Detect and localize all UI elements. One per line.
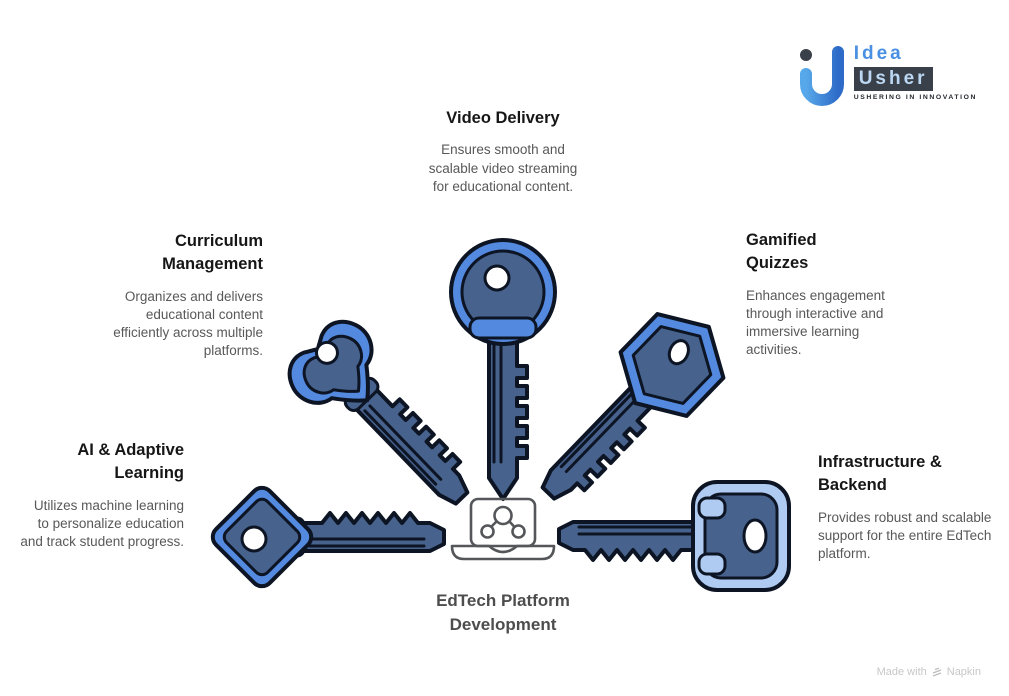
section-title: Curriculum xyxy=(174,232,263,250)
section-infrastructure-backend: Infrastructure & Backend Provides robust… xyxy=(818,451,996,563)
logo-brand-bottom-text: Usher xyxy=(858,67,928,89)
logo-text: Idea Usher USHERING IN INNOVATION xyxy=(853,43,977,101)
logo-tagline: USHERING IN INNOVATION xyxy=(853,93,977,101)
logo-brand-top: Idea xyxy=(853,43,904,64)
round-head-key-top-icon xyxy=(449,238,557,501)
hexagon-head-key-upper-right-icon xyxy=(540,312,726,501)
section-title-line2: Quizzes xyxy=(746,254,809,273)
credit-brand: Napkin xyxy=(946,666,981,678)
section-title-line2: Backend xyxy=(818,476,887,495)
rounded-head-key-lower-right-icon xyxy=(557,480,791,592)
section-curriculum-management: Curriculum Management Organizes and deli… xyxy=(93,230,263,360)
idea-usher-logomark-icon xyxy=(799,46,844,106)
section-description: Ensures smooth and scalable video stream… xyxy=(428,142,578,194)
section-title-line2: Management xyxy=(162,255,263,274)
napkin-credit: Made with Napkin xyxy=(877,666,981,678)
section-description: Enhances engagement through interactive … xyxy=(746,287,885,358)
section-title: Video Delivery xyxy=(446,109,560,127)
section-title: AI & Adaptive xyxy=(77,441,184,459)
center-title: EdTech Platform Development xyxy=(418,589,588,637)
section-description: Provides robust and scalable support for… xyxy=(818,509,992,561)
section-video-delivery: Video Delivery Ensures smooth and scalab… xyxy=(423,107,583,196)
section-description: Utilizes machine learning to personalize… xyxy=(20,497,184,549)
napkin-logo-icon xyxy=(932,667,941,677)
heart-head-key-upper-left-icon xyxy=(287,319,470,506)
section-title: Infrastructure & xyxy=(818,453,942,471)
center-title-line1: EdTech Platform xyxy=(436,591,570,610)
credit-prefix: Made with xyxy=(876,666,927,678)
section-description: Organizes and delivers educational conte… xyxy=(113,288,263,359)
laptop-network-icon xyxy=(450,497,556,561)
section-gamified-quizzes: Gamified Quizzes Enhances engagement thr… xyxy=(746,229,908,359)
idea-usher-logo: Idea Usher USHERING IN INNOVATION xyxy=(796,43,977,106)
diamond-head-key-lower-left-icon xyxy=(210,485,446,589)
section-title: Gamified xyxy=(746,231,817,249)
center-title-line2: Development xyxy=(449,615,557,635)
section-ai-adaptive-learning: AI & Adaptive Learning Utilizes machine … xyxy=(19,439,184,551)
section-title-line2: Learning xyxy=(114,464,184,483)
logo-brand-bottom: Usher xyxy=(853,66,933,91)
